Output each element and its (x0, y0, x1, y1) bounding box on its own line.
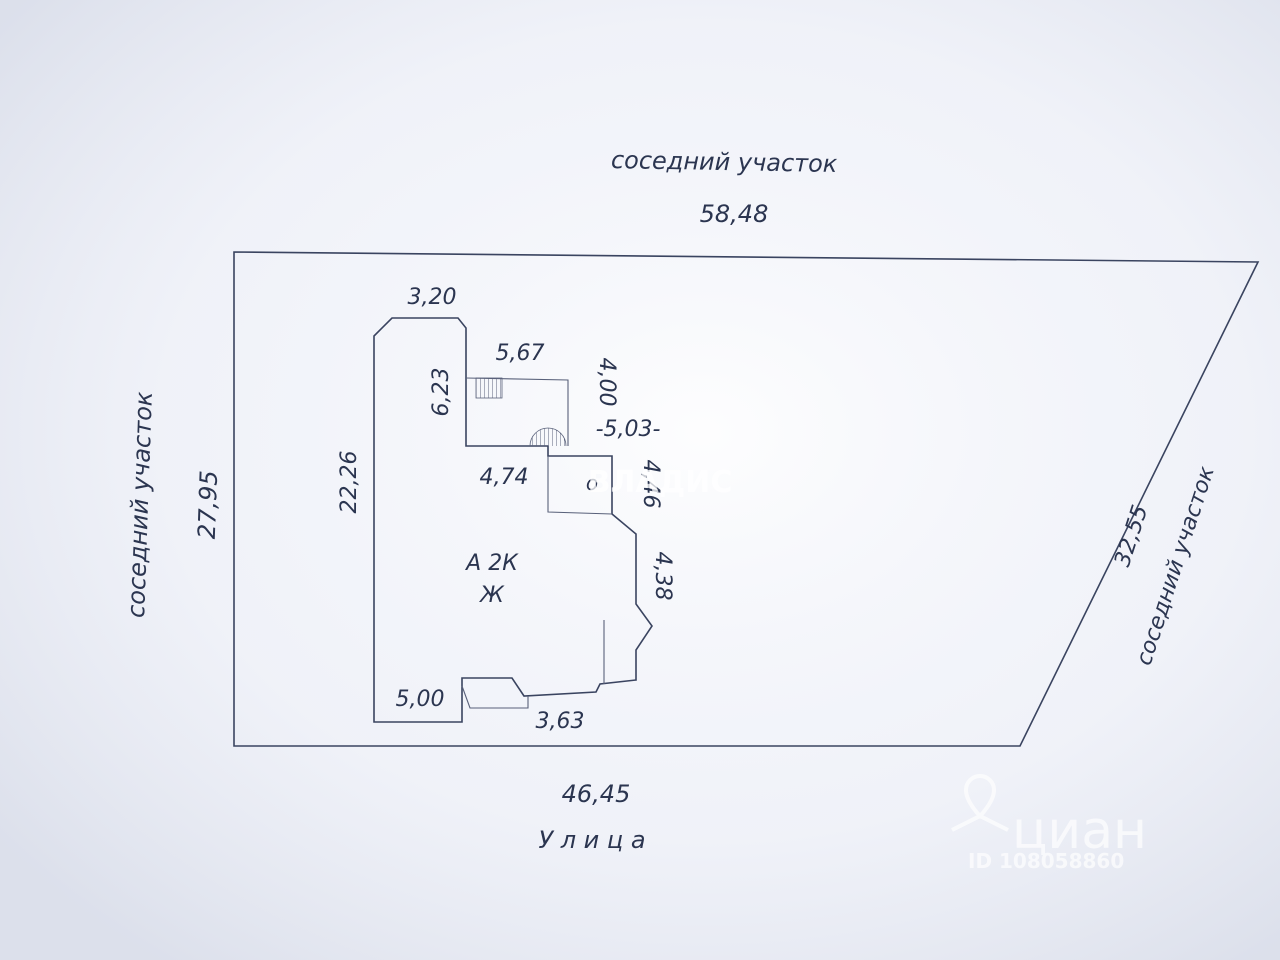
cian-logo-icon (951, 813, 1009, 832)
dimension-4-38: 4,38 (650, 552, 675, 601)
plot-boundary (233, 251, 1260, 747)
dimension-4-74: 4,74 (480, 465, 529, 490)
cian-listing-id: ID 108058860 (968, 849, 1124, 873)
left-length-label: 27,95 (193, 470, 223, 540)
dimension-4-00: 4,00 (594, 358, 619, 407)
stairs-hatch (475, 377, 503, 399)
dimension-3-20: 3,20 (408, 285, 457, 310)
dimension-3-63: 3,63 (536, 709, 585, 734)
cian-brand-text: циан (1012, 801, 1147, 861)
dimension-6-23: 6,23 (429, 368, 454, 417)
stairs-arc (529, 427, 567, 447)
inner-room (547, 456, 613, 515)
dimension-22-26: 22,26 (337, 451, 362, 514)
house-outline (373, 317, 653, 723)
building-type-label: Ж (478, 583, 505, 608)
bottom-length-label: 46,45 (562, 780, 631, 808)
top-length-label: 58,48 (700, 200, 769, 228)
location-pin-icon (963, 774, 997, 819)
room-o-label: о (586, 471, 598, 495)
street-label: У л и ц а (538, 826, 645, 854)
vladis-watermark: ВЛАДИС (588, 465, 733, 500)
cian-watermark: циан ID 108058860 (951, 774, 1147, 873)
top-neighbor-label: соседний участок (611, 146, 838, 178)
dimension-5-03: -5,03- (596, 417, 661, 442)
building-code-label: А 2К (464, 551, 519, 576)
dimension-5-00: 5,00 (396, 687, 445, 712)
dimension-5-67: 5,67 (496, 341, 545, 366)
dimension-4-46: 4,46 (638, 460, 663, 509)
bottom-porch (461, 685, 529, 709)
